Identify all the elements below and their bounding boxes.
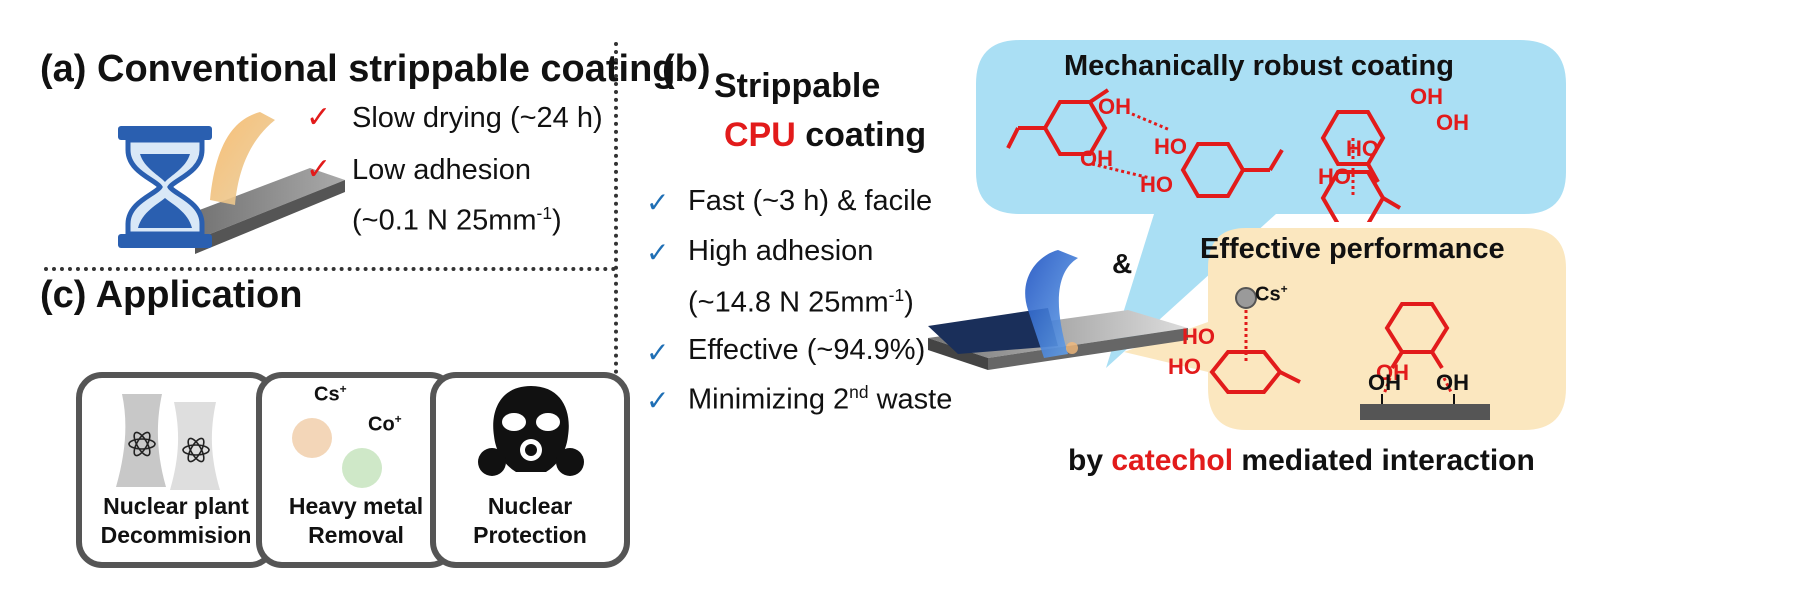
oh-label: OH [1368, 370, 1401, 395]
ampersand-text: & [1112, 248, 1133, 279]
check-mark-icon: ✓ [306, 101, 332, 134]
check-mark-icon: ✓ [646, 237, 670, 268]
high-adhesion-text: High adhesion [688, 235, 874, 267]
robust-coating-title: Mechanically robust coating [1064, 50, 1454, 82]
panel-b-label: (b) [662, 48, 711, 90]
co-ion-circle [342, 448, 382, 488]
cooling-tower-icon [116, 394, 220, 490]
cs-ion-label: Cs+ [314, 382, 347, 406]
ho-label: HO [1346, 136, 1379, 161]
fast-text: Fast (~3 h) & facile [688, 185, 933, 217]
substrate-bar [1360, 404, 1490, 420]
ho-label: HO [1154, 134, 1187, 159]
hydrogen-bond-structure [1006, 88, 1402, 222]
catechol-interaction-structure [1209, 287, 1490, 420]
effective-text: Effective (~94.9%) [688, 334, 926, 366]
panel-b-background [976, 40, 1566, 430]
oh-label: OH [1410, 84, 1443, 109]
horizontal-divider [44, 267, 616, 271]
oh-label: OH [1436, 370, 1469, 395]
ho-label: HO [1140, 172, 1173, 197]
hourglass-coating-illustration [118, 112, 345, 254]
oh-label: OH [1080, 146, 1113, 171]
effective-performance-title: Effective performance [1200, 233, 1505, 265]
co-ion-label: Co+ [368, 412, 402, 436]
ho-label: HO [1182, 324, 1215, 349]
o-label: OH [1376, 360, 1409, 385]
atom-icon [182, 437, 210, 463]
low-adhesion-value: (~0.1 N 25mm-1) [352, 203, 562, 237]
cs-ion-circle [292, 418, 332, 458]
check-mark-icon: ✓ [646, 385, 670, 416]
catechol-interaction-caption: by catechol mediated interaction [1068, 444, 1535, 477]
minimizing-waste-text: Minimizing 2nd waste [688, 382, 953, 416]
vertical-divider [614, 42, 618, 470]
check-mark-icon: ✓ [306, 153, 332, 186]
slow-drying-text: Slow drying (~24 h) [352, 102, 603, 134]
check-mark-icon: ✓ [646, 337, 670, 368]
panel-b-title-line2: CPU coating [724, 116, 927, 154]
ho-label: HO [1318, 164, 1351, 189]
hourglass-icon [118, 126, 212, 248]
atom-icon [128, 431, 156, 457]
oh-label: OH [1436, 110, 1469, 135]
effective-performance-panel [1124, 228, 1566, 430]
cpu-coating-strip-illustration [928, 250, 1188, 370]
high-adhesion-value: (~14.8 N 25mm-1) [688, 285, 914, 319]
cs-ion-sphere [1235, 287, 1257, 309]
ho-label: HO [1168, 354, 1201, 379]
robust-coating-panel [976, 40, 1566, 368]
gas-mask-icon [478, 386, 584, 476]
low-adhesion-text: Low adhesion [352, 154, 531, 186]
panel-c-title: (c) Application [40, 274, 303, 316]
panel-b-title-line1: Strippable [714, 67, 881, 105]
cs-ion-label: Cs+ [1255, 282, 1288, 306]
panel-a-title: (a) Conventional strippable coating [40, 48, 676, 90]
check-mark-icon: ✓ [646, 187, 670, 218]
oh-label: OH [1098, 94, 1131, 119]
